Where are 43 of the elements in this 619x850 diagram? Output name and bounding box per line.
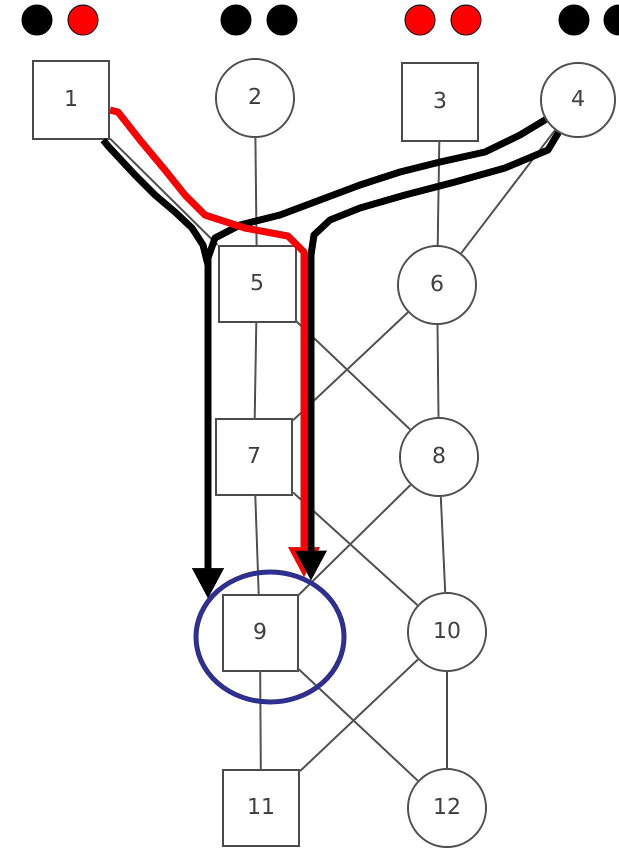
node-label: 8 — [432, 446, 446, 468]
inheritance-arrow — [295, 130, 562, 581]
inheritance-arrow — [192, 116, 548, 598]
pedigree-line — [436, 324, 440, 418]
node-label: 4 — [571, 89, 585, 111]
pedigree-circle — [399, 417, 479, 497]
inheritance-arrow — [109, 106, 320, 578]
node-label: 5 — [250, 273, 264, 295]
pedigree-square — [222, 594, 298, 672]
node-label: 6 — [430, 274, 444, 296]
pedigree-line — [109, 138, 218, 246]
pedigree-circle — [407, 768, 487, 848]
pedigree-square — [32, 60, 110, 140]
pedigree-line — [296, 320, 411, 430]
pedigree-square — [215, 418, 293, 496]
pedigree-line — [292, 492, 418, 606]
pedigree-circle — [397, 245, 477, 325]
pedigree-line — [254, 322, 258, 418]
pedigree-circle — [407, 592, 487, 672]
node-label: 9 — [253, 622, 267, 644]
highlight-ellipse — [193, 569, 347, 705]
node-label: 1 — [64, 89, 78, 111]
pedigree-line — [460, 130, 556, 254]
pedigree-square — [218, 245, 296, 323]
node-label: 3 — [433, 91, 447, 113]
pedigree-line — [440, 496, 446, 592]
pedigree-line — [254, 138, 258, 246]
pedigree-line — [259, 672, 262, 769]
pedigree-circle — [540, 62, 616, 138]
pedigree-square — [401, 62, 479, 142]
pedigree-line — [254, 496, 260, 594]
pedigree-line — [292, 312, 409, 422]
pedigree-line — [298, 668, 418, 782]
pedigree-square — [222, 769, 300, 847]
node-label: 7 — [247, 446, 261, 468]
node-label: 11 — [247, 797, 275, 819]
pedigree-line — [299, 658, 419, 772]
node-label: 2 — [248, 87, 262, 109]
node-label: 10 — [433, 621, 461, 643]
pedigree-line — [446, 672, 448, 768]
node-label: 12 — [433, 797, 461, 819]
pedigree-line — [436, 142, 440, 246]
pedigree-circle — [215, 58, 295, 138]
